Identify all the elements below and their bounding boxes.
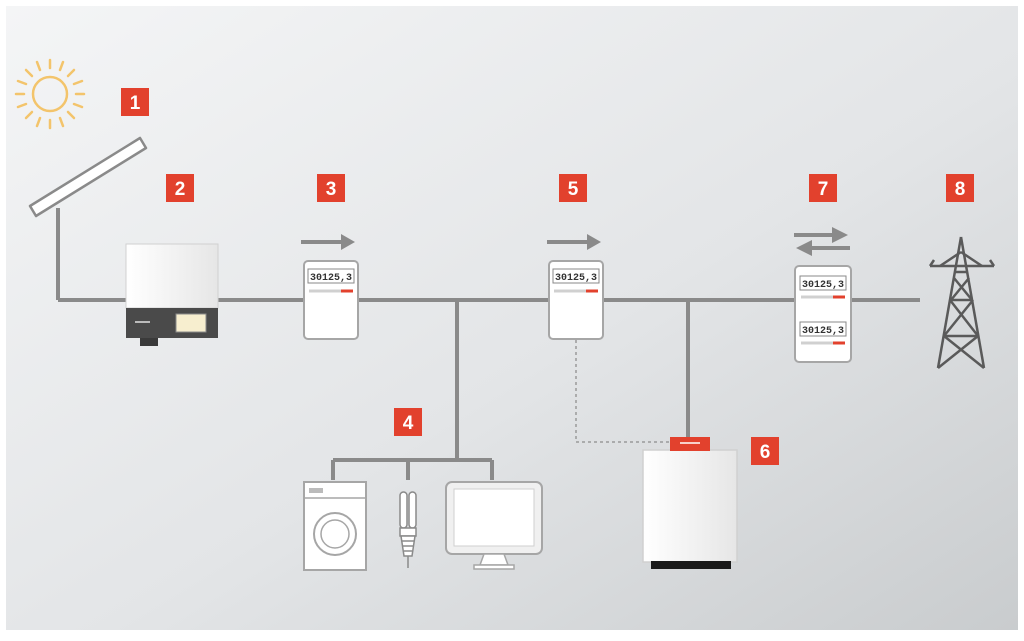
label-2-badge: 2 <box>166 174 194 202</box>
label-6-badge: 6 <box>751 437 779 465</box>
bidirectional-meter-icon: 30125,3 30125,3 <box>794 265 852 363</box>
label-1-badge: 1 <box>121 88 149 116</box>
label-6-text: 6 <box>760 442 771 463</box>
storage-unit-icon <box>642 437 738 569</box>
control-dashed-line <box>575 340 672 443</box>
inverter-icon <box>125 243 219 346</box>
arrow-right-icon <box>301 234 355 250</box>
label-8-text: 8 <box>955 179 966 200</box>
label-8-badge: 8 <box>946 174 974 202</box>
label-3-badge: 3 <box>317 174 345 202</box>
washing-machine-icon <box>303 481 367 571</box>
arrow-right-icon <box>547 234 601 250</box>
label-4-text: 4 <box>403 413 414 434</box>
label-1-text: 1 <box>130 93 141 114</box>
label-4-badge: 4 <box>394 408 422 436</box>
monitor-icon <box>445 481 543 570</box>
light-bulb-icon <box>399 491 417 568</box>
solar-panel-icon <box>28 136 148 218</box>
meter-3-reading: 30125,3 <box>310 273 352 284</box>
meter-7b-reading: 30125,3 <box>802 326 844 337</box>
label-7-badge: 7 <box>809 174 837 202</box>
meter-3-icon: 30125,3 <box>303 260 359 340</box>
meter-5-reading: 30125,3 <box>555 273 597 284</box>
label-2-text: 2 <box>175 179 186 200</box>
meter-5-icon: 30125,3 <box>548 260 604 340</box>
label-7-text: 7 <box>818 179 829 200</box>
label-3-text: 3 <box>326 179 337 200</box>
power-pylon-icon <box>928 236 996 369</box>
label-5-badge: 5 <box>559 174 587 202</box>
label-5-text: 5 <box>568 179 579 200</box>
meter-7a-reading: 30125,3 <box>802 280 844 291</box>
sun-icon <box>14 58 86 130</box>
bidirectional-arrow-icon <box>794 227 850 256</box>
